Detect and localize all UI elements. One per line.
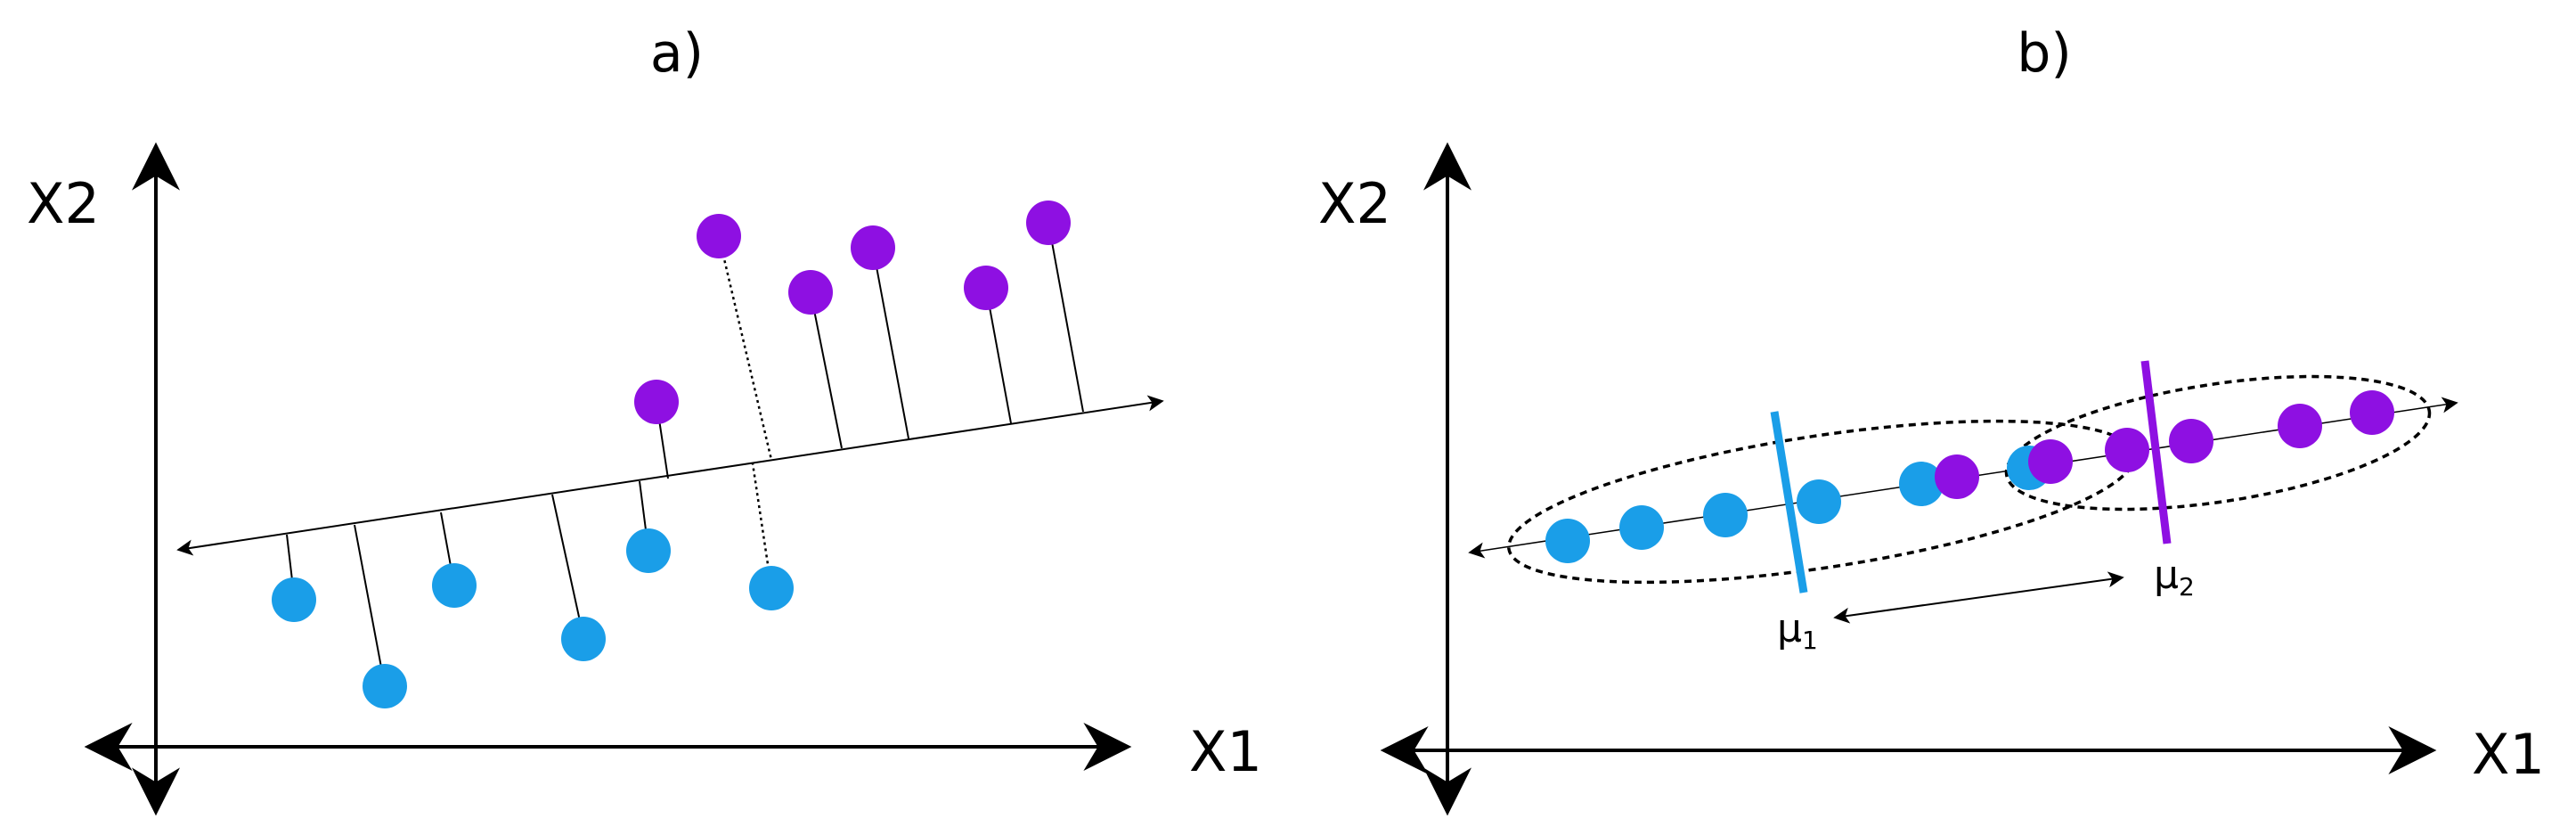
class1-point — [561, 617, 606, 661]
panel-a-projection-line — [176, 395, 1164, 556]
class1-point — [363, 664, 407, 708]
panel-b-x-axis-label: X1 — [2472, 722, 2545, 787]
class2-point — [1026, 201, 1071, 245]
class1-point — [749, 566, 794, 610]
panel-a-y-axis-label: X2 — [27, 171, 100, 236]
projection-line — [551, 494, 584, 638]
panel-a-class1-points — [272, 528, 794, 708]
panel-a-x-axis-label: X1 — [1189, 719, 1262, 784]
projection-line — [1048, 222, 1084, 413]
projection-line — [985, 287, 1012, 424]
projection-line — [354, 524, 386, 687]
class2-point — [1935, 454, 1979, 499]
class2-point — [697, 214, 741, 258]
class1-point — [1703, 493, 1748, 537]
class2-point — [851, 225, 895, 270]
projection-line — [810, 291, 843, 449]
panel-a-projection-lines — [286, 222, 1084, 687]
class2-point — [2028, 439, 2073, 484]
class1-point — [272, 577, 316, 622]
panel-b-class2-points — [1935, 390, 2394, 499]
class1-point — [1797, 479, 1841, 524]
projection-line — [717, 235, 773, 461]
panel-b-y-axis-label: X2 — [1318, 171, 1391, 236]
panel-a: a) X1 X2 — [27, 22, 1262, 816]
class1-point — [626, 528, 671, 573]
class2-point — [634, 380, 679, 424]
panel-a-class2-points — [634, 201, 1071, 424]
mu1-label: μ1 — [1777, 606, 1818, 655]
class2-point — [964, 266, 1008, 310]
class2-point — [2169, 419, 2213, 463]
mu1-label-sub: 1 — [1802, 626, 1818, 655]
mu2-label-sub: 2 — [2179, 572, 2195, 602]
class2-point — [2278, 404, 2322, 448]
mu2-label-base: μ — [2154, 553, 2179, 598]
mu2-mean-marker — [2140, 360, 2172, 544]
mean-distance-arrow — [1833, 571, 2124, 624]
panel-b: b) X1 X2 — [1318, 22, 2545, 816]
mu2-label: μ2 — [2154, 553, 2195, 602]
projection-line — [872, 247, 909, 439]
class1-point — [1545, 519, 1590, 563]
class2-point — [2105, 428, 2149, 472]
class1-point — [1619, 505, 1664, 550]
mu1-label-base: μ — [1777, 606, 1802, 651]
class1-point — [432, 563, 477, 608]
mu1-mean-marker — [1770, 411, 1808, 594]
panel-a-title: a) — [650, 22, 704, 85]
class2-point — [788, 270, 833, 315]
panel-b-title: b) — [2017, 22, 2072, 85]
class1-point — [1899, 462, 1944, 506]
class2-ellipse — [2004, 374, 2432, 512]
class2-point — [2350, 390, 2394, 435]
